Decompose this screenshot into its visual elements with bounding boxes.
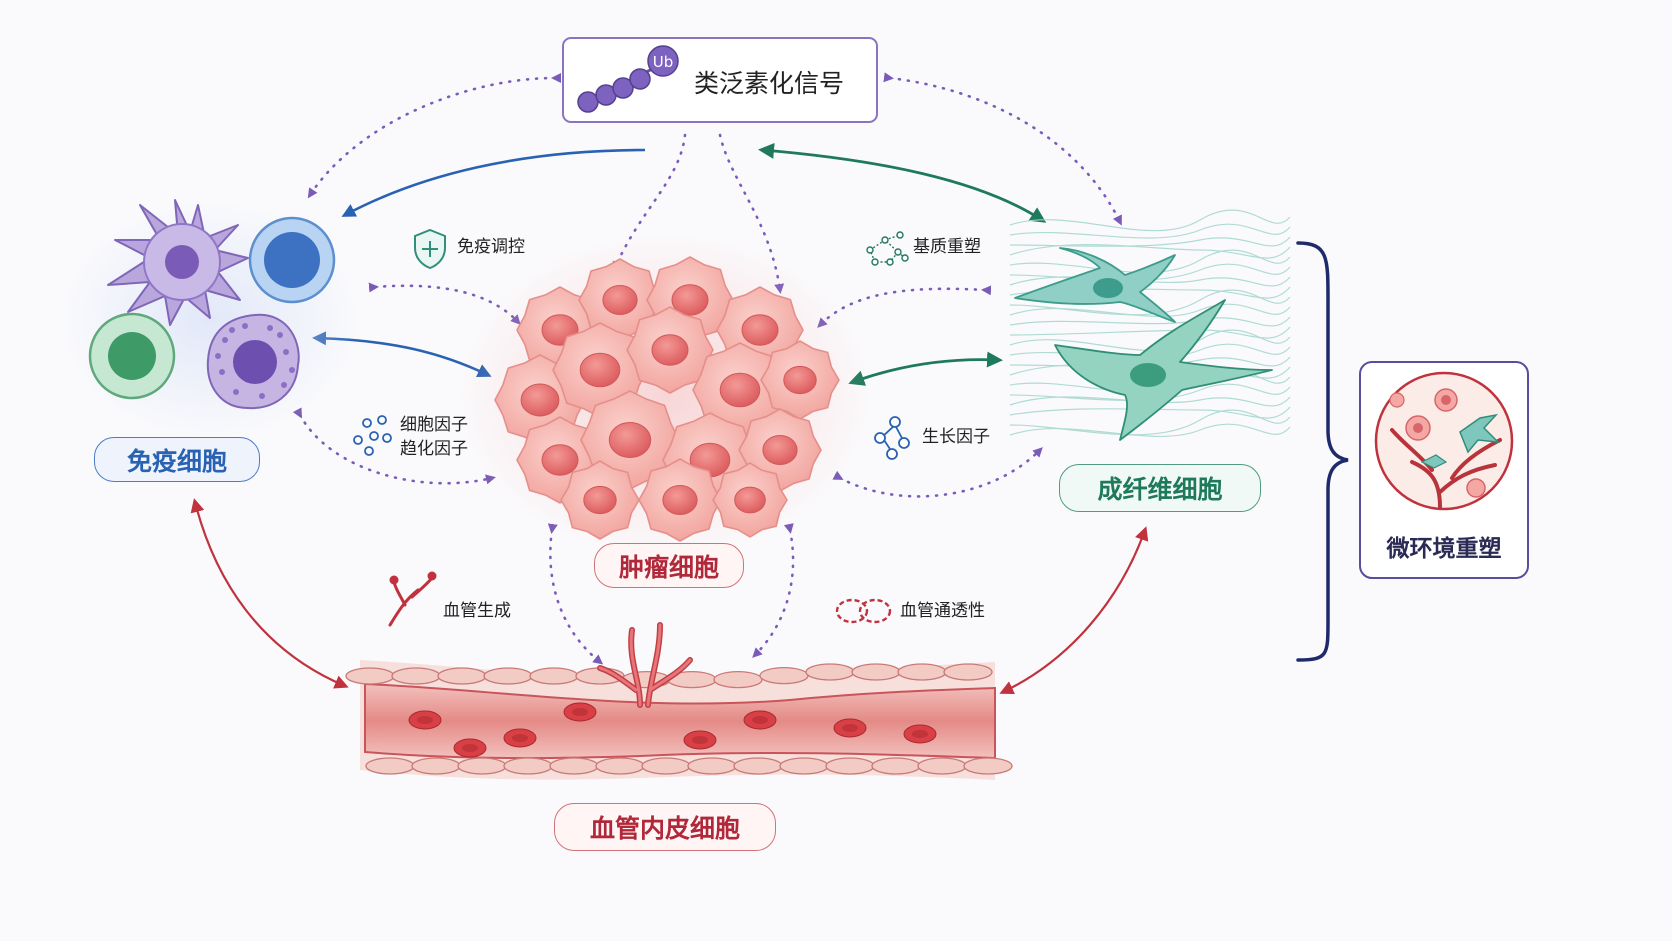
ubiquitin-signal-box: Ub 类泛素化信号 — [562, 37, 878, 123]
tumor-vessel-left-dotted-arrow — [547, 523, 604, 665]
molecules-dots-icon — [353, 415, 392, 456]
cytokines-label: 细胞因子 — [400, 415, 468, 435]
immune-vessel-solid-arrow — [190, 498, 349, 689]
dendritic-cell-icon — [107, 199, 249, 326]
ubiquitin-badge-text: Ub — [653, 53, 674, 71]
tumor-fibroblast-solid-arrow — [848, 351, 1003, 386]
matrix-remodeling-label: 基质重塑 — [913, 237, 981, 257]
red-blood-cell — [563, 702, 597, 722]
tumor-cell — [560, 460, 640, 540]
blood-vessel — [345, 622, 1013, 780]
growth-factor-dotted-arrow — [832, 447, 1043, 498]
signal-label: 类泛素化信号 — [694, 69, 844, 98]
red-blood-cell — [408, 710, 442, 730]
immune-regulation-label: 免疫调控 — [457, 237, 525, 257]
red-blood-cell — [833, 718, 867, 738]
shield-plus-icon — [414, 228, 446, 270]
outcome-bracket — [1296, 241, 1349, 662]
ubiquitin-chain-icon: Ub — [577, 45, 679, 113]
red-blood-cells — [408, 702, 937, 758]
vascular-leak-icon — [835, 598, 892, 624]
tumor-cells — [494, 256, 840, 542]
endothelial-cells — [345, 663, 1013, 775]
tumor-cell — [760, 340, 840, 420]
signal-to-immune-arrow — [307, 72, 562, 199]
tumor-vessel-right-dotted-arrow — [752, 523, 795, 658]
tumor-cell — [692, 342, 788, 438]
granulocyte-icon — [206, 313, 300, 410]
network-nodes-icon — [866, 231, 909, 266]
red-blood-cell — [503, 728, 537, 748]
fibroblast-top-icon — [1014, 247, 1176, 323]
signal-fibroblast-solid-arrow — [758, 142, 1047, 223]
fibroblast-bottom-icon — [1054, 299, 1273, 441]
angiogenesis-branch-icon — [388, 571, 437, 627]
macrophage-green-icon — [88, 312, 176, 400]
outcome-box — [1359, 361, 1529, 579]
angiogenic-sprout-icon — [597, 622, 693, 708]
signal-to-immune-solid-arrow — [341, 148, 646, 217]
angiogenesis-label: 血管生成 — [443, 601, 511, 621]
tumor-cell — [626, 306, 714, 394]
lymphocyte-blue-icon — [248, 216, 336, 304]
chemokines-label: 趋化因子 — [400, 439, 468, 459]
fibroblast-cluster — [1009, 209, 1291, 441]
tumor-cell — [638, 458, 722, 542]
fibroblasts-label: 成纤维细胞 — [1059, 464, 1261, 512]
red-blood-cell — [683, 730, 717, 750]
fibroblast-vessel-solid-arrow — [999, 526, 1149, 695]
growth-factor-nodes-icon — [874, 416, 910, 460]
matrix-dotted-arrow — [817, 285, 992, 328]
microenvironment-icon — [1374, 371, 1514, 511]
endothelial-cells-label: 血管内皮细胞 — [554, 803, 776, 851]
signal-to-fibroblast-arrow — [883, 72, 1122, 226]
red-blood-cell — [453, 738, 487, 758]
vascular-permeability-label: 血管通透性 — [900, 601, 985, 621]
red-blood-cell — [903, 724, 937, 744]
tumor-cell — [712, 462, 788, 538]
red-blood-cell — [743, 710, 777, 730]
growth-factors-label: 生长因子 — [922, 427, 990, 447]
tumor-cell-cluster — [455, 230, 875, 560]
immune-cell-cluster — [60, 199, 360, 440]
outcome-label: 微环境重塑 — [1386, 536, 1502, 562]
tumor-cells-label: 肿瘤细胞 — [594, 543, 744, 588]
immune-cells-label: 免疫细胞 — [94, 437, 260, 482]
